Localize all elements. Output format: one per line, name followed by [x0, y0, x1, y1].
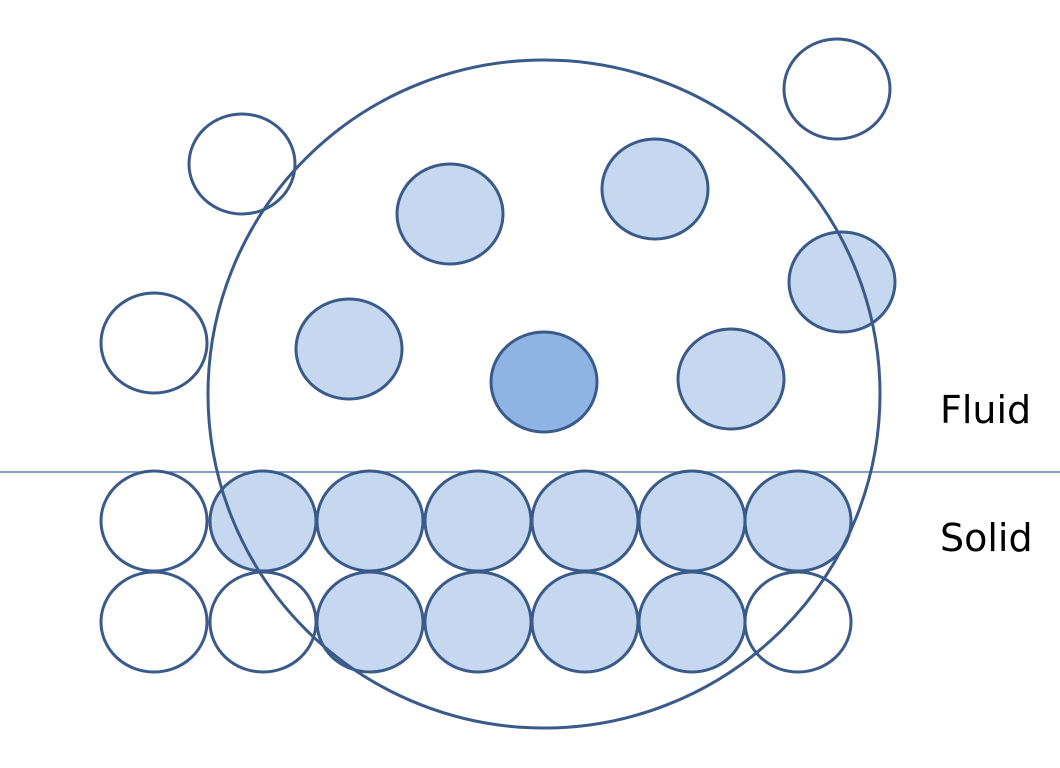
fluid-particle-neighbor: [787, 230, 897, 334]
solid-particle-neighbor: [743, 469, 853, 573]
solid-particle-outside: [99, 570, 209, 674]
fluid-particle-neighbor: [395, 162, 505, 266]
solid-label: Solid: [940, 516, 1033, 560]
fluid-particle-neighbor: [600, 137, 710, 241]
solid-particle-outside: [743, 570, 853, 674]
solid-particle-neighbor: [637, 570, 747, 674]
solid-particle-neighbor: [315, 469, 425, 573]
fluid-particle-neighbor: [294, 297, 404, 401]
solid-particle-neighbor: [315, 570, 425, 674]
cutoff-circle: [206, 58, 882, 730]
fluid-particle-outside: [782, 37, 892, 141]
solid-particle-neighbor: [423, 469, 533, 573]
solid-particle-neighbor: [423, 570, 533, 674]
solid-particle-outside: [99, 469, 209, 573]
solid-particle-neighbor: [530, 469, 640, 573]
solid-particle-neighbor: [530, 570, 640, 674]
fluid-particle-outside: [99, 291, 209, 395]
fluid-particle-outside: [187, 112, 297, 216]
solid-particle-neighbor: [637, 469, 747, 573]
fluid-particle-center: [489, 330, 599, 434]
fluid-label: Fluid: [940, 388, 1032, 432]
solid-particle-neighbor: [208, 469, 318, 573]
fluid-particle-neighbor: [676, 327, 786, 431]
